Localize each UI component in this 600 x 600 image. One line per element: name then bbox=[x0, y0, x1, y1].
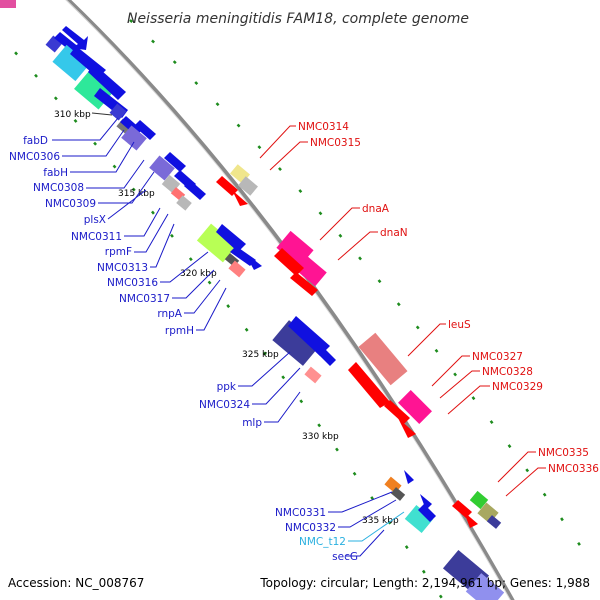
gene-arrow bbox=[164, 152, 186, 172]
accession-text: Accession: NC_008767 bbox=[8, 576, 144, 590]
gene-arrow bbox=[62, 26, 88, 50]
gene-block bbox=[272, 320, 320, 366]
gene-block bbox=[276, 230, 314, 268]
gene-label-nmc0327[interactable]: NMC0327 bbox=[472, 351, 523, 363]
gene-arrow bbox=[216, 224, 246, 252]
gene-block bbox=[358, 332, 408, 386]
gene-arrow bbox=[316, 346, 336, 366]
gene-arrow bbox=[452, 500, 472, 518]
gene-block bbox=[486, 515, 502, 529]
gene-arrow bbox=[420, 494, 432, 510]
gene-block bbox=[465, 573, 505, 600]
outer-strand-genes bbox=[216, 164, 502, 529]
gene-label-rpmh[interactable]: rpmH bbox=[165, 325, 194, 337]
gene-arrow bbox=[404, 470, 414, 484]
gene-label-ppk[interactable]: ppk bbox=[217, 381, 237, 393]
gene-block bbox=[295, 255, 327, 287]
gene-label-rpmf[interactable]: rpmF bbox=[105, 246, 132, 258]
gene-arrow bbox=[244, 252, 262, 270]
tick-label: 315 kbp bbox=[118, 189, 155, 199]
tick-label: 320 kbp bbox=[180, 269, 217, 279]
gene-label-fabd[interactable]: fabD bbox=[23, 135, 48, 147]
gene-label-rnpa[interactable]: rnpA bbox=[157, 308, 182, 320]
tick-label: 310 kbp bbox=[54, 110, 91, 120]
gene-arrow bbox=[398, 418, 416, 438]
gene-arrow bbox=[184, 180, 206, 200]
gene-arrow bbox=[464, 512, 478, 528]
gene-label-nmc0329[interactable]: NMC0329 bbox=[492, 381, 543, 393]
gene-block bbox=[176, 195, 192, 211]
left-leader-lines bbox=[52, 117, 397, 557]
gene-block bbox=[304, 366, 322, 384]
gene-block bbox=[121, 125, 147, 151]
gene-label-fabh[interactable]: fabH bbox=[43, 167, 68, 179]
tick-label: 335 kbp bbox=[362, 516, 399, 526]
gene-label-nmc0308[interactable]: NMC0308 bbox=[33, 182, 84, 194]
gene-block bbox=[469, 490, 489, 510]
gene-label-nmc0309[interactable]: NMC0309 bbox=[45, 198, 96, 210]
gene-block bbox=[404, 505, 434, 533]
gene-block bbox=[398, 390, 432, 424]
map-title: Neisseria meningitidis FAM18, complete g… bbox=[127, 11, 469, 27]
dotted-track-outer bbox=[129, 19, 592, 561]
gene-block bbox=[0, 0, 16, 8]
tick-label: 330 kbp bbox=[302, 432, 339, 442]
gene-label-nmc0315[interactable]: NMC0315 bbox=[310, 137, 361, 149]
gene-arrow bbox=[418, 504, 436, 522]
gene-label-nmc0335[interactable]: NMC0335 bbox=[538, 447, 589, 459]
gene-label-nmc0314[interactable]: NMC0314 bbox=[298, 121, 349, 133]
gene-arrow bbox=[134, 120, 156, 140]
trna-leader-line bbox=[348, 511, 405, 542]
gene-arrow bbox=[348, 362, 390, 408]
gene-label-plsx[interactable]: plsX bbox=[84, 214, 106, 226]
gene-label-nmc0332[interactable]: NMC0332 bbox=[285, 522, 336, 534]
right-leader-lines bbox=[259, 125, 546, 497]
gene-arrow bbox=[54, 32, 80, 54]
right-gene-labels: NMC0314 NMC0315 dnaA dnaN leuS NMC0327 N… bbox=[298, 121, 599, 475]
gene-label-nmc0324[interactable]: NMC0324 bbox=[199, 399, 250, 411]
gene-block bbox=[109, 103, 127, 121]
gene-label-nmc0306[interactable]: NMC0306 bbox=[9, 151, 60, 163]
gene-block bbox=[390, 487, 406, 501]
gene-arrow bbox=[290, 272, 318, 296]
gene-arrow bbox=[288, 316, 330, 356]
gene-label-dnan[interactable]: dnaN bbox=[380, 227, 408, 239]
gene-label-mlp[interactable]: mlp bbox=[242, 417, 262, 429]
left-gene-labels: fabD NMC0306 fabH NMC0308 NMC0309 plsX N… bbox=[9, 135, 358, 563]
gene-label-dnaa[interactable]: dnaA bbox=[362, 203, 390, 215]
inner-strand-genes bbox=[0, 0, 505, 600]
gene-label-leus[interactable]: leuS bbox=[448, 319, 471, 331]
gene-label-nmc0328[interactable]: NMC0328 bbox=[482, 366, 533, 378]
gene-label-secg[interactable]: secG bbox=[332, 551, 358, 563]
gene-label-nmc-t12[interactable]: NMC_t12 bbox=[299, 536, 346, 548]
gene-arrow bbox=[88, 64, 126, 100]
gene-block bbox=[228, 260, 246, 278]
gene-arrow bbox=[274, 248, 304, 276]
gene-label-nmc0316[interactable]: NMC0316 bbox=[107, 277, 158, 289]
gene-block bbox=[196, 223, 238, 263]
tick-label: 325 kbp bbox=[242, 350, 279, 360]
gene-label-nmc0311[interactable]: NMC0311 bbox=[71, 231, 122, 243]
gene-label-nmc0317[interactable]: NMC0317 bbox=[119, 293, 170, 305]
gene-arrow bbox=[384, 400, 410, 424]
gene-block bbox=[52, 44, 90, 82]
gene-label-nmc0331[interactable]: NMC0331 bbox=[275, 507, 326, 519]
gene-label-nmc0336[interactable]: NMC0336 bbox=[548, 463, 599, 475]
gene-block bbox=[149, 155, 175, 181]
gene-block bbox=[238, 176, 258, 196]
genome-summary-text: Topology: circular; Length: 2,194,961 bp… bbox=[259, 576, 590, 590]
gene-label-nmc0313[interactable]: NMC0313 bbox=[97, 262, 148, 274]
gene-arrow bbox=[232, 190, 248, 206]
kbp-ticks: 310 kbp 315 kbp 320 kbp 325 kbp 330 kbp … bbox=[54, 110, 399, 526]
